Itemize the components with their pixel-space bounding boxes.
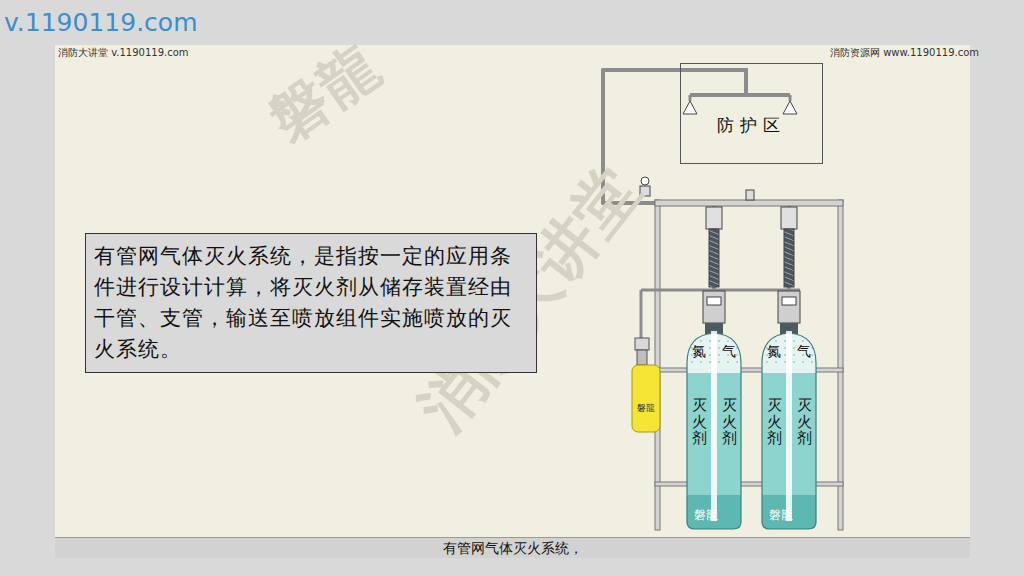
caption-text: 有管网气体灭火系统， bbox=[55, 538, 970, 558]
starter-line bbox=[641, 290, 800, 338]
gas-label: 气 bbox=[797, 343, 811, 361]
header-left: 消防大讲堂 v.1190119.com bbox=[58, 46, 189, 60]
pipe-valves bbox=[640, 177, 754, 200]
agent-label: 灭火剂 bbox=[797, 397, 812, 447]
cylinder-valves bbox=[703, 207, 800, 323]
gas-label: 气 bbox=[722, 343, 736, 361]
agent-cylinder: 氮气灭火剂灭火剂 bbox=[758, 323, 820, 530]
starter-bottle bbox=[632, 338, 660, 432]
agent-label: 灭火剂 bbox=[767, 397, 782, 447]
caption-bar: 有管网气体灭火系统， bbox=[55, 537, 970, 558]
site-url: v.1190119.com bbox=[4, 8, 197, 37]
protected-zone-box: 防护区 bbox=[680, 63, 823, 164]
definition-text: 有管网气体灭火系统，是指按一定的应用条件进行设计计算，将灭火剂从储存装置经由干管… bbox=[94, 241, 528, 365]
agent-label: 灭火剂 bbox=[692, 397, 707, 447]
watermark: 磐龍 bbox=[255, 28, 395, 158]
agent-label: 灭火剂 bbox=[722, 397, 737, 447]
pipe-connector bbox=[603, 70, 789, 323]
slide-panel bbox=[55, 45, 970, 558]
zone-label: 防护区 bbox=[681, 114, 822, 137]
gas-label: 氮 bbox=[692, 343, 706, 361]
nozzle-piping bbox=[681, 70, 797, 114]
header-right: 消防资源网 www.1190119.com bbox=[830, 46, 979, 60]
cylinder-brand: 磐龍 bbox=[694, 507, 718, 524]
definition-box: 有管网气体灭火系统，是指按一定的应用条件进行设计计算，将灭火剂从储存装置经由干管… bbox=[85, 233, 537, 373]
starter-brand: 磐龍 bbox=[637, 402, 655, 415]
agent-cylinder: 氮气灭火剂灭火剂 bbox=[683, 323, 745, 530]
gas-label: 氮 bbox=[767, 343, 781, 361]
cylinder-brand: 磐龍 bbox=[769, 507, 793, 524]
